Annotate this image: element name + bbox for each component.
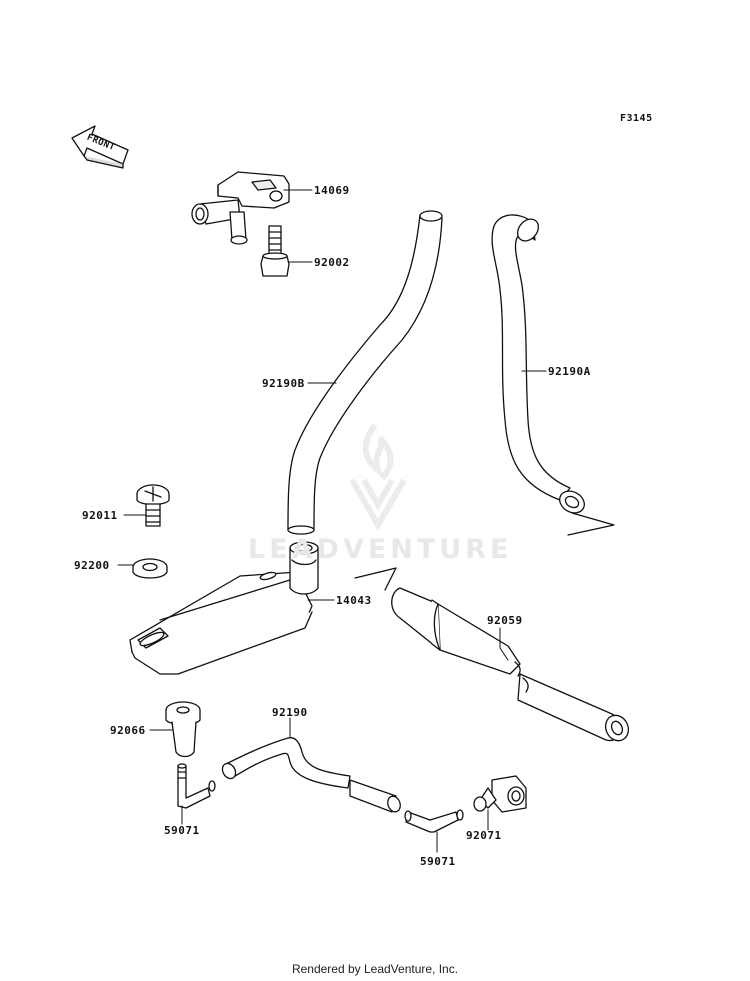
part-92190B-shape — [287, 210, 443, 535]
part-59071-right-shape — [404, 809, 464, 833]
front-arrow-icon — [71, 125, 129, 169]
part-label-92200: 92200 — [74, 559, 110, 572]
part-92190A-shape — [491, 214, 585, 514]
leader-lines — [117, 189, 547, 853]
watermark-text: LEADVENTURE — [248, 534, 513, 565]
part-92190-shape — [221, 737, 401, 813]
part-label-92066: 92066 — [110, 724, 146, 737]
part-label-14069: 14069 — [314, 184, 350, 197]
part-14069-shape — [191, 171, 290, 245]
part-92200-shape — [132, 558, 168, 579]
part-92011-shape — [136, 484, 170, 527]
part-label-92190: 92190 — [272, 706, 308, 719]
part-label-92190A: 92190A — [548, 365, 591, 378]
part-92071-shape — [473, 775, 527, 813]
part-label-92059: 92059 — [487, 614, 523, 627]
part-label-92011: 92011 — [82, 509, 118, 522]
part-label-14043: 14043 — [336, 594, 372, 607]
part-label-92071: 92071 — [466, 829, 502, 842]
watermark-logo-icon — [349, 423, 407, 531]
part-label-59071-left: 59071 — [164, 824, 200, 837]
part-14043-shape — [129, 541, 319, 675]
part-92059-shape — [391, 587, 630, 742]
part-92066-shape — [165, 701, 201, 758]
part-label-59071-right: 59071 — [420, 855, 456, 868]
figure-code: F3145 — [620, 113, 653, 124]
part-label-92190B: 92190B — [262, 377, 305, 390]
part-label-92002: 92002 — [314, 256, 350, 269]
footer-credit: Rendered by LeadVenture, Inc. — [291, 962, 459, 976]
part-92002-shape — [260, 225, 290, 277]
part-59071-left-shape — [177, 763, 216, 809]
